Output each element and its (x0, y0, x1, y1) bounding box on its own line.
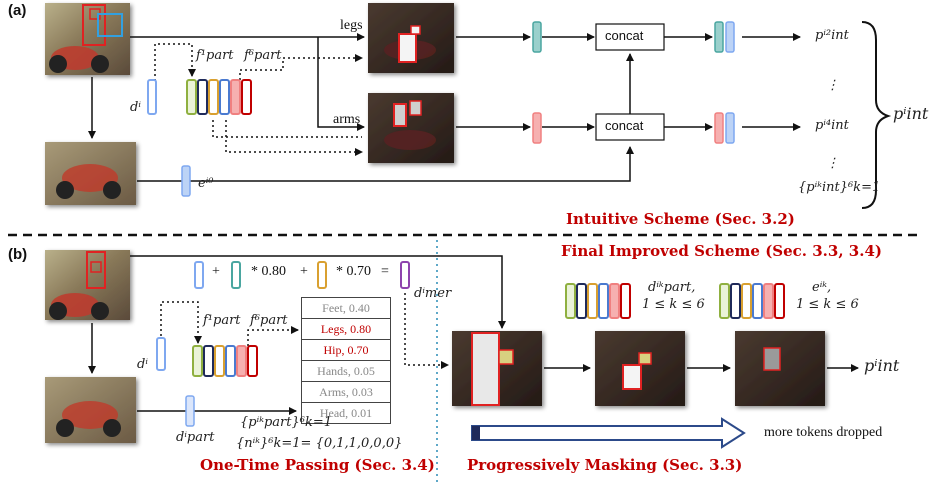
final-scheme-title: Final Improved Scheme (Sec. 3.3, 3.4) (561, 242, 882, 260)
e0-token (181, 165, 191, 197)
p-i4-label: pⁱ⁴int (815, 118, 849, 133)
legs-image (368, 3, 454, 73)
out-token-arms-1 (714, 112, 724, 144)
part-row-feet: Feet, 0.40 (301, 297, 391, 319)
out-token-legs-2 (725, 21, 735, 53)
intuitive-scheme-title: Intuitive Scheme (Sec. 3.2) (566, 210, 795, 228)
branch-label-arms: arms (333, 112, 361, 127)
formula-equals: = (381, 264, 389, 279)
f6-part-label-b: f⁶part (250, 313, 288, 328)
masked-image-b (45, 377, 136, 443)
panel-label-b: (b) (8, 246, 28, 263)
p-part-set-label: {pⁱᵏpart}⁶k=1 (240, 415, 332, 430)
dotted-parts-to-arms-2 (212, 120, 362, 138)
mask-step-1 (452, 331, 542, 406)
arms-token (532, 112, 542, 144)
di-label-a: dⁱ (130, 100, 141, 115)
dotted-di-to-parts (154, 43, 196, 96)
f1-part-label-a: f¹part (196, 48, 234, 63)
branch-label-legs: legs (340, 18, 363, 33)
formula-token-teal (231, 261, 241, 289)
arrow-img-to-arms (317, 37, 365, 131)
input-image-b (45, 250, 130, 320)
out-token-arms-2 (725, 112, 735, 144)
masked-image-a (45, 142, 136, 205)
part-row-arms: Arms, 0.03 (301, 381, 391, 403)
f1-part-label-b: f¹part (203, 313, 241, 328)
di-label-b: dⁱ (137, 357, 148, 372)
part-features-a (147, 79, 252, 115)
d-ik-label: dⁱᵏpart, (648, 280, 696, 295)
input-image-a (45, 3, 130, 75)
part-row-legs: Legs, 0.80 (301, 318, 391, 340)
dotted-parts-to-table (247, 326, 299, 346)
tokens-dropped-label: more tokens dropped (764, 425, 883, 440)
f6-part-label-a: f⁶part (244, 48, 282, 63)
p-i2-label: pⁱ²int (815, 28, 849, 43)
mask-step-3 (735, 331, 825, 406)
formula-token-blue (194, 261, 204, 289)
p-int-output-b: pⁱint (864, 356, 900, 375)
arrow-img-to-mask (130, 255, 506, 329)
e-ik-token-group (719, 283, 785, 319)
part-row-hands: Hands, 0.05 (301, 360, 391, 382)
formula-plus-1: + (212, 264, 220, 279)
part-features-b (156, 337, 258, 377)
n-set-label: {nⁱᵏ}⁶k=1= {0,1,1,0,0,0} (236, 436, 403, 451)
formula-weight-2: * 0.70 (336, 264, 371, 279)
progress-arrow-start (472, 426, 480, 440)
mask-step-2 (595, 331, 685, 406)
part-row-head: Head, 0.01 (301, 402, 391, 424)
dotted-parts-to-legs (239, 54, 363, 80)
concat-label-legs: concat (605, 28, 644, 43)
legs-token (532, 21, 542, 53)
progress-arrow (471, 417, 746, 449)
arrow-e0-to-concat (137, 146, 634, 182)
dotted-dmer-to-mask (404, 293, 449, 369)
formula-weight-1: * 0.80 (251, 264, 286, 279)
dotted-di-to-parts-b (160, 301, 202, 344)
panel-label-a: (a) (8, 2, 27, 19)
grouping-brace (861, 21, 892, 209)
arms-image (368, 93, 454, 163)
formula-token-purple (400, 261, 410, 289)
dots-1: ⋮ (826, 78, 839, 93)
dotted-parts-to-arms (225, 120, 363, 156)
d-part-token (185, 395, 195, 427)
progressive-masking-title: Progressively Masking (Sec. 3.3) (467, 456, 743, 474)
concat-box-legs (595, 23, 665, 51)
p-int-output-a: pⁱint (893, 104, 929, 123)
out-token-legs-1 (714, 21, 724, 53)
dots-2: ⋮ (826, 156, 839, 171)
e-ik-label: eⁱᵏ, (812, 280, 832, 295)
formula-token-gold (317, 261, 327, 289)
d-ik-token-group (565, 283, 631, 319)
e0-label: eⁱ⁰ (198, 176, 214, 191)
formula-plus-2: + (300, 264, 308, 279)
part-score-table: Feet, 0.40 Legs, 0.80 Hip, 0.70 Hands, 0… (301, 297, 391, 424)
part-row-hip: Hip, 0.70 (301, 339, 391, 361)
d-part-label: dⁱpart (176, 430, 215, 445)
one-time-passing-title: One-Time Passing (Sec. 3.4) (200, 456, 435, 474)
e-ik-range: 1 ≤ k ≤ 6 (796, 297, 859, 312)
p-set-label: {pⁱᵏint}⁶k=1 (798, 180, 881, 195)
concat-label-arms: concat (605, 118, 644, 133)
d-mer-label: dⁱmer (414, 286, 452, 301)
d-ik-range: 1 ≤ k ≤ 6 (642, 297, 705, 312)
